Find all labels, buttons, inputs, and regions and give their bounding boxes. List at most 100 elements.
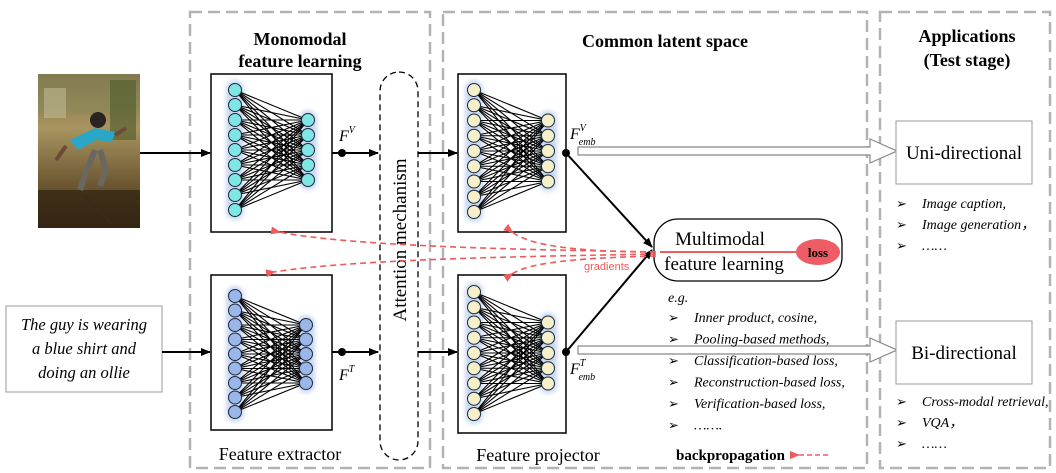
network-node <box>467 128 481 143</box>
network-node <box>228 143 242 157</box>
ft-dot <box>338 348 346 356</box>
uni-label: Uni-directional <box>906 143 1022 164</box>
bi-application-item: …… <box>922 437 947 452</box>
network-node <box>299 361 313 376</box>
monomodal-title-line2: feature learning <box>238 51 361 71</box>
input-photo <box>38 74 140 228</box>
network-node <box>541 361 555 376</box>
network-connection <box>234 164 309 211</box>
network-connection <box>234 309 307 326</box>
method-item: Pooling-based methods, <box>693 333 829 348</box>
input-text-line1: The guy is wearing <box>21 315 147 334</box>
methods-list: ➢ Inner product, cosine, ➢ Pooling-based me… <box>668 311 845 434</box>
bi-application-item: Cross-modal retrieval, <box>922 395 1049 410</box>
network-node <box>299 347 313 361</box>
network-connection <box>473 119 549 137</box>
fv-label: FV <box>338 125 357 145</box>
bullet-arrow-icon: ➢ <box>896 416 907 431</box>
network-connection <box>473 367 549 415</box>
bi-application-list: ➢Cross-modal retrieval,➢VQA，➢…… <box>896 395 1049 452</box>
network-connection <box>473 322 549 384</box>
network-node <box>541 128 555 143</box>
network-node <box>228 347 242 361</box>
uni-box <box>895 120 1033 185</box>
loss-label: loss <box>808 245 828 260</box>
network-connection <box>473 322 549 369</box>
network-connection <box>234 339 307 413</box>
multimodal-line1: Multimodal <box>675 229 765 250</box>
network-node <box>467 113 481 128</box>
network-connection <box>234 119 309 136</box>
gradient-curve-1 <box>270 226 657 253</box>
network-connection <box>234 324 307 398</box>
network-connection <box>473 306 549 324</box>
network-node <box>467 300 481 315</box>
network-node <box>301 173 315 187</box>
femb-v-to-multimodal <box>565 152 653 248</box>
network-connection <box>234 149 309 211</box>
attention-label: Attention mechanism <box>390 158 411 321</box>
network-connection <box>234 324 307 384</box>
network-node <box>301 113 315 127</box>
bullet-arrow-icon: ➢ <box>896 197 907 212</box>
method-item: Reconstruction-based loss, <box>693 376 845 391</box>
network-connection <box>473 337 549 415</box>
network-connection <box>473 321 549 354</box>
fv-dot <box>338 149 346 157</box>
bullet-arrow-icon: ➢ <box>668 354 679 369</box>
bullet-arrow-icon: ➢ <box>668 311 679 326</box>
bullet-arrow-icon: ➢ <box>896 437 907 452</box>
network-connection <box>234 179 309 211</box>
network-node <box>467 315 481 330</box>
gradient-curve-2 <box>503 223 657 253</box>
monomodal-section-border <box>188 10 432 470</box>
method-item: Inner product, cosine, <box>693 311 817 326</box>
network-connection <box>234 134 309 211</box>
text-extractor-network <box>226 286 315 422</box>
network-node <box>228 390 242 405</box>
applications-section-border <box>878 10 1052 470</box>
bi-label: Bi-directional <box>911 343 1017 364</box>
network-node <box>541 330 555 345</box>
network-connection <box>234 324 307 369</box>
network-node <box>228 405 242 419</box>
network-node <box>301 128 315 142</box>
network-node <box>301 143 315 157</box>
input-text-line3: doing an ollie <box>38 363 130 382</box>
attention-box <box>379 71 419 461</box>
network-connection <box>473 104 549 122</box>
network-node <box>467 361 481 376</box>
network-connection <box>234 119 309 151</box>
network-connection <box>473 120 549 213</box>
bullet-arrow-icon: ➢ <box>896 239 907 254</box>
network-connection <box>473 291 549 324</box>
network-node <box>467 407 481 421</box>
network-node <box>228 332 242 347</box>
network-connection <box>234 324 307 341</box>
bi-box <box>895 320 1033 385</box>
uni-application-item: …… <box>922 239 947 254</box>
network-node <box>228 98 242 112</box>
network-connection <box>473 321 549 339</box>
network-node <box>228 318 242 332</box>
common-title: Common latent space <box>582 31 748 51</box>
uni-application-item: Image generation， <box>921 218 1035 233</box>
network-connection <box>473 180 549 213</box>
network-node <box>541 315 555 330</box>
applications-title-line1: Applications <box>918 26 1015 46</box>
network-connection <box>473 382 549 415</box>
network-connection <box>473 89 549 122</box>
network-node <box>467 159 481 174</box>
network-connection <box>473 120 549 198</box>
network-node <box>467 205 481 219</box>
network-node <box>541 159 555 174</box>
gradient-curve-4 <box>503 255 657 282</box>
gradients-label: gradients <box>584 261 630 273</box>
network-node <box>228 289 242 303</box>
bullet-arrow-icon: ➢ <box>668 333 679 348</box>
network-connection <box>234 295 307 326</box>
network-node <box>301 158 315 172</box>
network-connection <box>234 119 309 211</box>
